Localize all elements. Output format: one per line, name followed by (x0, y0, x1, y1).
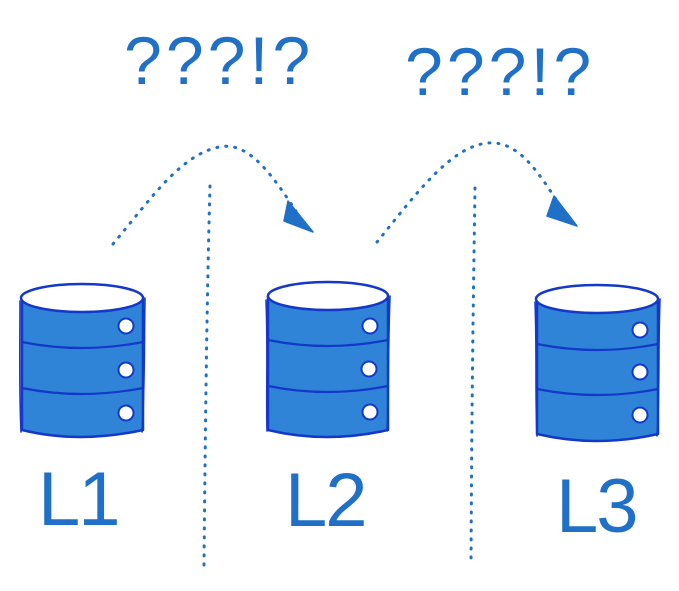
database-l1: L1 (18, 282, 146, 542)
separator-line-right (469, 186, 477, 567)
database-icon (18, 282, 146, 439)
question-annotation-right: ???!? (405, 34, 595, 110)
database-icon (265, 280, 391, 439)
transition-arc-right (375, 141, 563, 244)
database-l2: L2 (265, 280, 391, 543)
question-annotation-left: ???!? (124, 23, 314, 99)
separator-line-left (202, 184, 212, 567)
database-label-l3: L3 (556, 464, 637, 549)
database-l3: L3 (534, 283, 661, 549)
transition-arc-left (111, 144, 298, 246)
database-icon (534, 283, 661, 443)
arrow-head-left (283, 200, 314, 233)
arrow-head-right (546, 195, 578, 227)
database-label-l2: L2 (285, 458, 366, 543)
database-label-l1: L1 (38, 457, 119, 542)
